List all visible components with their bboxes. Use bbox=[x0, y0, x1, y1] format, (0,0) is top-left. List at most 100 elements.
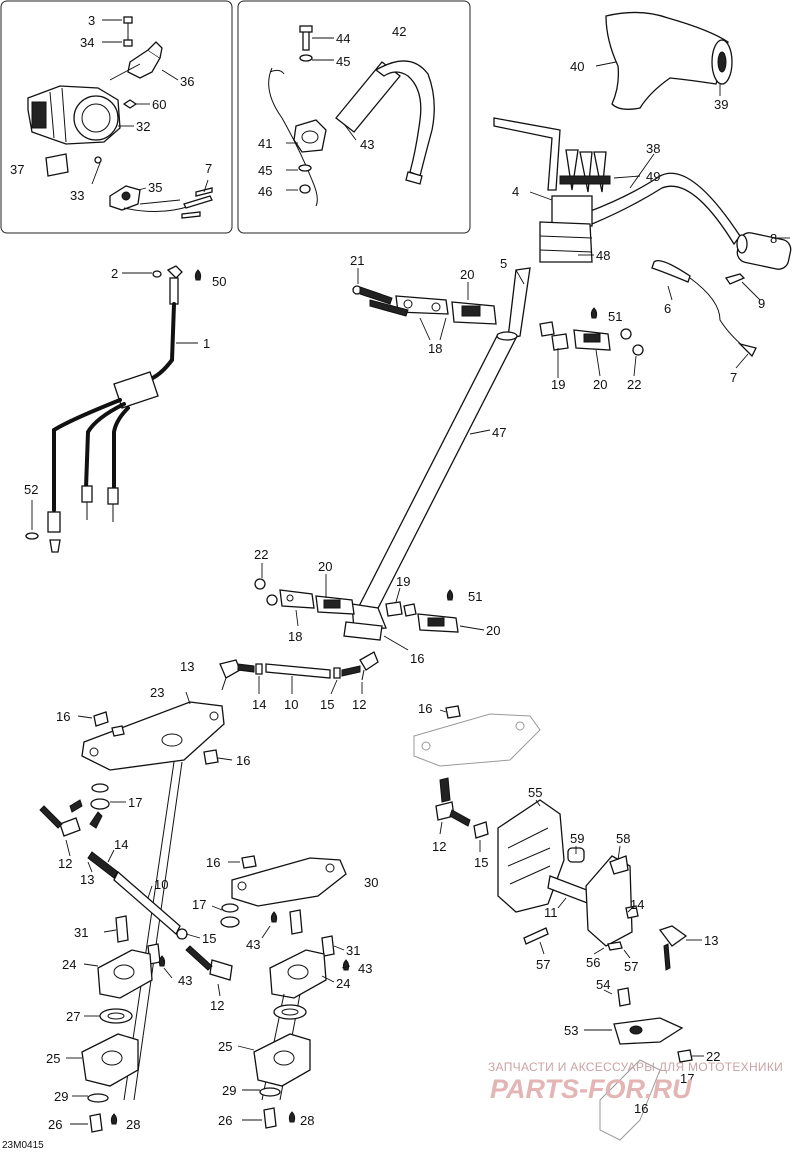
callout-7: 7 bbox=[205, 161, 212, 176]
callout-1: 1 bbox=[203, 336, 210, 351]
callout-23: 23 bbox=[150, 685, 164, 700]
callout-16: 16 bbox=[410, 651, 424, 666]
callout-2: 2 bbox=[111, 266, 118, 281]
callout-47: 47 bbox=[492, 425, 506, 440]
callout-20b: 20 bbox=[593, 377, 607, 392]
callout-37: 37 bbox=[10, 162, 24, 177]
callout-13b: 13 bbox=[80, 872, 94, 887]
callout-17b: 17 bbox=[192, 897, 206, 912]
callout-15c: 15 bbox=[474, 855, 488, 870]
right-assembly-callouts: 16 55 12 15 59 58 11 14 13 57 56 57 54 5… bbox=[418, 701, 720, 1116]
callout-29b: 29 bbox=[222, 1083, 236, 1098]
callout-31: 31 bbox=[74, 925, 88, 940]
callout-10b: 10 bbox=[154, 877, 168, 892]
switch-housing-callouts: 3 34 36 60 32 37 33 35 7 bbox=[10, 13, 212, 203]
callout-13: 13 bbox=[180, 659, 194, 674]
callout-5: 5 bbox=[500, 256, 507, 271]
throttle-handle-drawing bbox=[605, 11, 733, 110]
callout-22c: 22 bbox=[706, 1049, 720, 1064]
switch-housing-leaders bbox=[91, 19, 209, 193]
watermark-tagline: ЗАПЧАСТИ И АКСЕССУАРЫ ДЛЯ МОТОТЕХНИКИ bbox=[488, 1060, 783, 1074]
middle-assembly-callouts: 16 30 17 43 31 43 24 25 29 26 28 bbox=[192, 855, 378, 1128]
callout-12: 12 bbox=[352, 697, 366, 712]
upper-linkage-drawing bbox=[352, 285, 644, 356]
middle-assembly-drawing bbox=[220, 855, 350, 1129]
callout-29: 29 bbox=[54, 1089, 68, 1104]
callout-11: 11 bbox=[544, 905, 558, 920]
callout-40: 40 bbox=[570, 59, 584, 74]
callout-20: 20 bbox=[460, 267, 474, 282]
callout-14c: 14 bbox=[630, 897, 644, 912]
callout-50: 50 bbox=[212, 274, 226, 289]
middle-assembly-leaders bbox=[211, 861, 351, 1121]
callout-44: 44 bbox=[336, 31, 350, 46]
callout-25: 25 bbox=[46, 1051, 60, 1066]
callout-21: 21 bbox=[350, 253, 364, 268]
callout-14: 14 bbox=[252, 697, 266, 712]
callout-59: 59 bbox=[570, 831, 584, 846]
callout-24: 24 bbox=[62, 957, 76, 972]
callout-14b: 14 bbox=[114, 837, 128, 852]
grip-cover-callouts: 42 44 45 43 41 45 46 bbox=[258, 24, 406, 199]
left-assembly-callouts: 23 16 16 17 12 13 14 10 31 15 43 24 12 2… bbox=[46, 685, 250, 1132]
callout-16e: 16 bbox=[418, 701, 432, 716]
callout-34: 34 bbox=[80, 35, 94, 50]
callout-16c: 16 bbox=[236, 753, 250, 768]
callout-17: 17 bbox=[128, 795, 142, 810]
callout-51: 51 bbox=[608, 309, 622, 324]
callout-42: 42 bbox=[392, 24, 406, 39]
callout-3: 3 bbox=[88, 13, 95, 28]
callout-45: 45 bbox=[336, 54, 350, 69]
callout-32: 32 bbox=[136, 119, 150, 134]
left-assembly-drawing bbox=[39, 701, 233, 1133]
left-assembly-leaders bbox=[65, 691, 233, 1125]
callout-15: 15 bbox=[320, 697, 334, 712]
callout-22b: 22 bbox=[254, 547, 268, 562]
callout-12c: 12 bbox=[210, 998, 224, 1013]
callout-43: 43 bbox=[360, 137, 374, 152]
callout-20c: 20 bbox=[318, 559, 332, 574]
callout-8: 8 bbox=[770, 231, 777, 246]
leader-40 bbox=[595, 61, 617, 67]
callout-17c: 17 bbox=[680, 1071, 694, 1086]
inset-frame-switch-housing bbox=[0, 0, 233, 234]
callout-27: 27 bbox=[66, 1009, 80, 1024]
callout-18: 18 bbox=[428, 341, 442, 356]
callout-55: 55 bbox=[528, 785, 542, 800]
callout-57b: 57 bbox=[624, 959, 638, 974]
callout-38: 38 bbox=[646, 141, 660, 156]
callout-24b: 24 bbox=[336, 976, 350, 991]
inset-frame-grip-cover bbox=[237, 0, 471, 234]
lower-linkage-callouts: 22 20 19 51 18 20 16 bbox=[254, 547, 500, 666]
callout-19b: 19 bbox=[396, 574, 410, 589]
upper-linkage-leaders bbox=[357, 268, 637, 378]
watermark-logo: PARTS-FOR.RU bbox=[490, 1074, 693, 1104]
callout-25b: 25 bbox=[218, 1039, 232, 1054]
right-assembly-drawing bbox=[413, 705, 693, 1141]
callout-26b: 26 bbox=[218, 1113, 232, 1128]
callout-30: 30 bbox=[364, 875, 378, 890]
callout-19: 19 bbox=[551, 377, 565, 392]
steering-column-drawing bbox=[351, 331, 518, 631]
leader-15 bbox=[330, 679, 338, 695]
callout-56: 56 bbox=[586, 955, 600, 970]
callout-48: 48 bbox=[596, 248, 610, 263]
lower-linkage-leaders bbox=[261, 563, 485, 651]
callout-49: 49 bbox=[646, 169, 660, 184]
callout-58: 58 bbox=[616, 831, 630, 846]
throttle-cable-drawing bbox=[25, 265, 202, 553]
callout-57: 57 bbox=[536, 957, 550, 972]
callout-51b: 51 bbox=[468, 589, 482, 604]
callout-60: 60 bbox=[152, 97, 166, 112]
callout-12b: 12 bbox=[58, 856, 72, 871]
right-assembly-leaders bbox=[439, 709, 704, 1057]
callout-36: 36 bbox=[180, 74, 194, 89]
callout-7b: 7 bbox=[730, 370, 737, 385]
callout-52: 52 bbox=[24, 482, 38, 497]
callout-16f: 16 bbox=[634, 1101, 648, 1116]
callout-4: 4 bbox=[512, 184, 519, 199]
callout-26: 26 bbox=[48, 1117, 62, 1132]
callout-35: 35 bbox=[148, 180, 162, 195]
callout-46: 46 bbox=[258, 184, 272, 199]
